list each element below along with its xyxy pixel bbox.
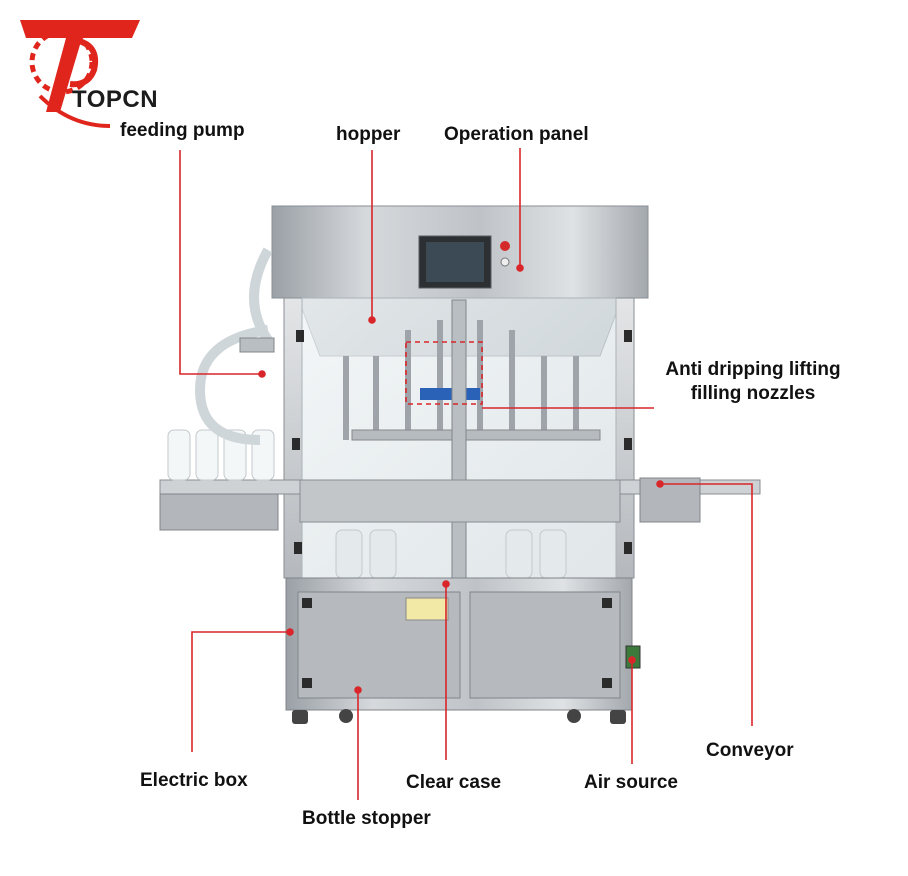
label-nozzles-line2: filling nozzles (690, 383, 816, 404)
label-nozzles-line1: Anti dripping lifting (665, 359, 841, 380)
label-air-source: Air source (584, 772, 678, 793)
callout-lines (179, 148, 753, 800)
brand-logo (20, 20, 140, 128)
label-nozzles: Anti dripping lifting filling nozzles (660, 358, 846, 406)
label-clear-case: Clear case (406, 772, 502, 793)
label-electric-box: Electric box (140, 770, 248, 791)
label-feeding-pump: feeding pump (120, 120, 245, 141)
label-conveyor: Conveyor (706, 740, 794, 761)
label-hopper: hopper (336, 124, 401, 145)
brand-name: TOPCN (72, 86, 159, 113)
label-operation-panel: Operation panel (444, 124, 589, 145)
label-bottle-stopper: Bottle stopper (302, 808, 431, 829)
